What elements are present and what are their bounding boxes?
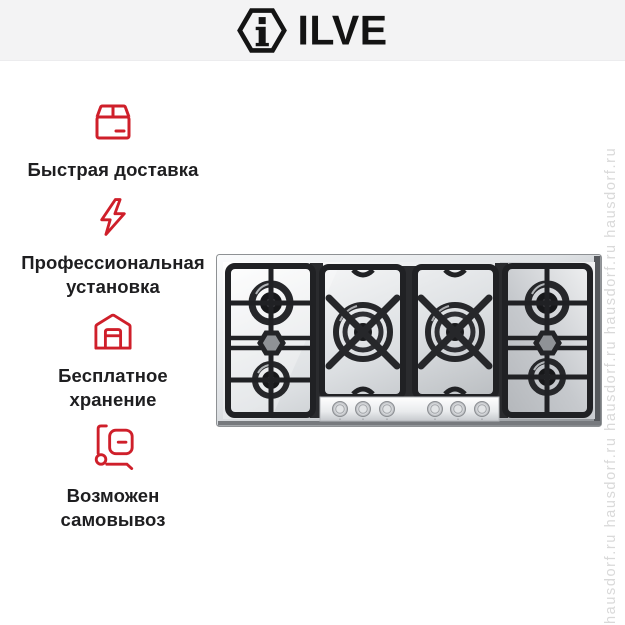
feature-pro-install: Профессиональная установка: [14, 197, 212, 298]
feature-pickup: Возможен самовывоз: [14, 422, 212, 531]
control-knob: [332, 401, 348, 420]
control-panel: [319, 396, 500, 422]
burner-center-right: [417, 294, 493, 370]
grate-left: [225, 263, 316, 418]
feature-label: Бесплатное хранение: [58, 365, 168, 410]
feature-label: Быстрая доставка: [27, 159, 199, 180]
package-icon: [90, 100, 136, 144]
feature-fast-delivery: Быстрая доставка: [14, 100, 212, 182]
cooktop-image: [216, 254, 602, 427]
control-knob: [450, 401, 466, 420]
brand-name: ILVE: [297, 6, 388, 53]
watermark: hausdorf.ru hausdorf.ru hausdorf.ru haus…: [603, 146, 619, 624]
header: ILVE: [0, 0, 625, 61]
control-knob: [379, 401, 395, 420]
ilve-hexagon-logo-icon: [237, 7, 288, 53]
control-knob: [355, 401, 371, 420]
feature-label: Возможен самовывоз: [60, 485, 166, 530]
warehouse-icon: [92, 312, 134, 350]
grate-right: [502, 263, 593, 418]
burner-center-left: [325, 294, 401, 370]
product-image: [216, 254, 602, 427]
feature-free-storage: Бесплатное хранение: [14, 312, 212, 411]
control-knob: [474, 401, 490, 420]
hand-truck-icon: [90, 422, 136, 470]
control-knob: [427, 401, 443, 420]
features-list: Быстрая доставка Профессиональная устано…: [14, 0, 212, 625]
feature-label: Профессиональная установка: [21, 252, 205, 297]
ilve-logo: ILVE: [237, 7, 387, 54]
lightning-icon: [97, 197, 129, 237]
